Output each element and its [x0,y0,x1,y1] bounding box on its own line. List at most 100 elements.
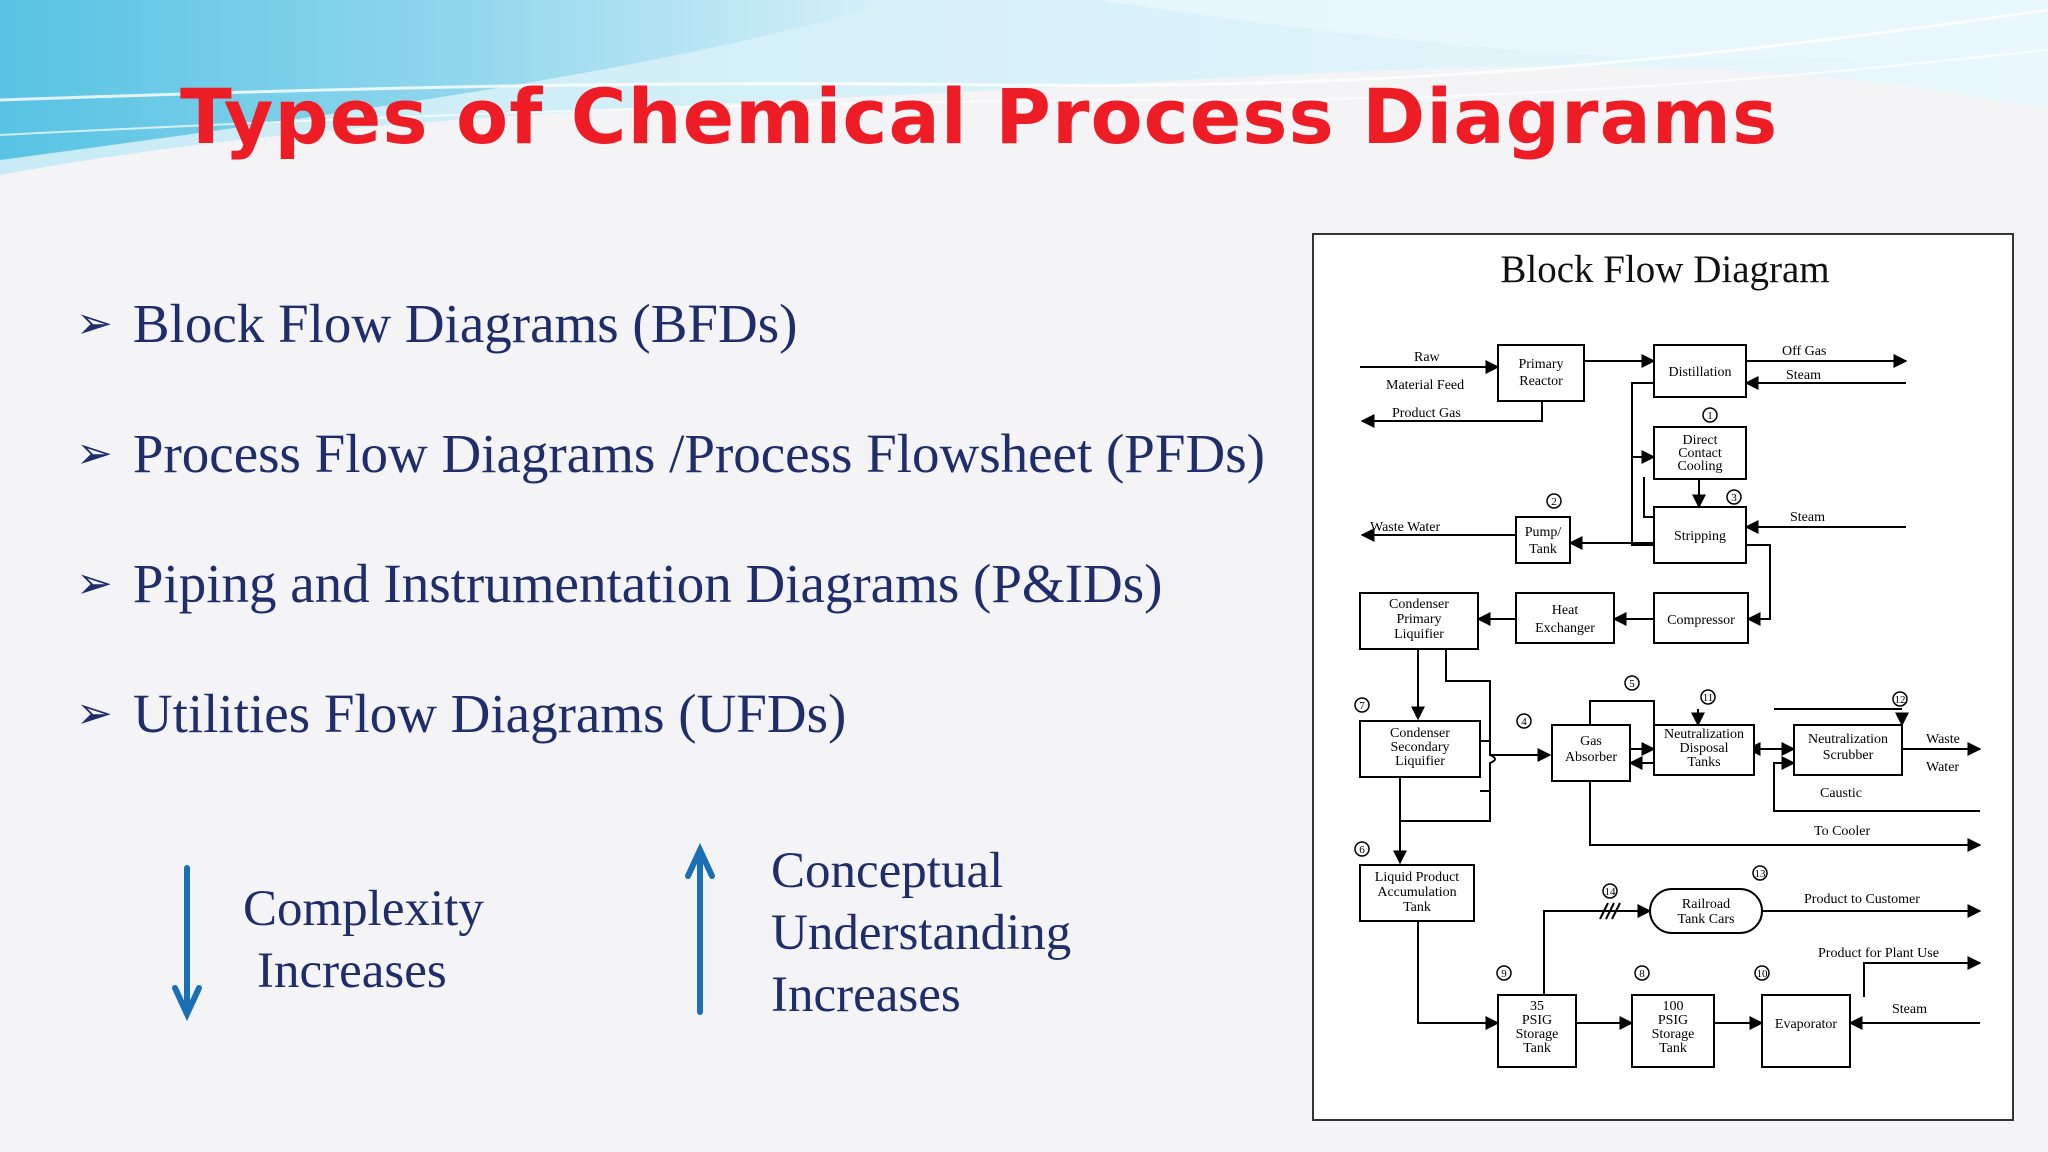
block-label: Tanks [1687,755,1720,770]
bullet-item: ➢ Process Flow Diagrams /Process Flowshe… [76,422,1265,485]
block-label: Cooling [1677,459,1722,474]
svg-text:2: 2 [1551,496,1557,508]
marker-icon: 3 [1726,489,1742,505]
marker-icon: 14 [1602,883,1618,899]
conceptual-line2: Understanding [771,905,1072,961]
block-label: Neutralization [1808,732,1888,747]
block-label: Liquifier [1395,754,1445,769]
svg-text:13: 13 [1755,868,1767,880]
block-flow-diagram: Primary Reactor Distillation Direct Cont… [1354,344,1982,1068]
block-label: Railroad [1682,897,1730,912]
block-label: Tank [1403,900,1431,915]
stream-label: Off Gas [1782,344,1826,359]
complexity-label: Complexity Increases [243,878,484,1002]
svg-text:7: 7 [1359,700,1365,712]
bullet-text: Block Flow Diagrams (BFDs) [132,293,798,354]
complexity-line1: Complexity [243,881,484,937]
stream-label: Product for Plant Use [1818,946,1939,961]
block-label: Tank [1659,1041,1687,1056]
stream-label: Waste Water [1370,520,1441,535]
block-label: Secondary [1390,740,1449,755]
block-label: Exchanger [1535,621,1595,636]
block-label: Condenser [1390,726,1450,741]
bullet-item: ➢ Block Flow Diagrams (BFDs) [76,292,797,355]
complexity-line2: Increases [257,943,447,999]
stream-label: Product Gas [1392,406,1461,421]
stream-label: Raw [1414,350,1441,365]
stream-labels: Raw Material Feed Product Gas Off Gas St… [1370,344,1960,1017]
block-label: Storage [1516,1027,1559,1042]
stream-label: Water [1926,760,1959,775]
svg-text:11: 11 [1703,692,1714,704]
block-label: Primary [1396,612,1441,627]
conceptual-label: Conceptual Understanding Increases [771,840,1071,1026]
marker-icon: 9 [1496,965,1512,981]
svg-text:6: 6 [1359,844,1365,856]
marker-icon: 12 [1892,691,1908,707]
block-label: Tank [1523,1041,1551,1056]
block-label: Stripping [1674,529,1726,544]
bullet-arrow-icon: ➢ [76,688,113,739]
svg-text:1: 1 [1707,410,1713,422]
process-blocks [1359,344,1903,1068]
svg-text:14: 14 [1605,886,1617,898]
block-label: Evaporator [1775,1017,1838,1032]
block-label: Liquid Product [1375,870,1459,885]
svg-text:12: 12 [1895,694,1906,706]
block-label: Direct [1683,433,1718,448]
conceptual-line3: Increases [771,967,961,1023]
svg-text:9: 9 [1501,968,1507,980]
block-label: Absorber [1565,750,1617,765]
block-label: Liquifier [1394,627,1444,642]
svg-text:10: 10 [1757,968,1769,980]
marker-icon: 1 [1702,407,1718,423]
slide-title: Types of Chemical Process Diagrams [180,72,1779,161]
svg-text:5: 5 [1629,678,1635,690]
bullet-text: Utilities Flow Diagrams (UFDs) [132,683,847,744]
marker-icon: 6 [1354,841,1370,857]
block-label: Reactor [1519,374,1563,389]
svg-text:3: 3 [1731,492,1737,504]
block-label: Pump/ [1525,525,1562,540]
block-label: Storage [1652,1027,1695,1042]
block-label: Disposal [1680,741,1729,756]
svg-text:8: 8 [1639,968,1645,980]
marker-icon: 11 [1700,689,1716,705]
stream-label: Steam [1892,1002,1927,1017]
block-label: Scrubber [1823,748,1874,763]
marker-icon: 2 [1546,493,1562,509]
stream-label: Steam [1786,368,1821,383]
marker-icon: 13 [1752,865,1768,881]
bullet-text: Piping and Instrumentation Diagrams (P&I… [132,553,1163,614]
block-label: 100 [1663,999,1684,1014]
block-label: Compressor [1667,613,1735,628]
bullet-arrow-icon: ➢ [76,298,113,349]
marker-icon: 8 [1634,965,1650,981]
block-flow-diagram-panel: Block Flow Diagram [1312,233,2014,1121]
block-label: Contact [1678,446,1722,461]
block-label: PSIG [1522,1013,1552,1028]
stream-label: Caustic [1820,786,1862,801]
marker-icon: 7 [1354,697,1370,713]
stream-label: Product to Customer [1804,892,1920,907]
bullet-text: Process Flow Diagrams /Process Flowsheet… [132,423,1265,484]
block-label: Primary [1518,357,1563,372]
bullet-item: ➢ Piping and Instrumentation Diagrams (P… [76,552,1162,615]
svg-text:4: 4 [1521,716,1527,728]
conceptual-line1: Conceptual [771,843,1004,899]
block-label: Neutralization [1664,727,1744,742]
marker-icon: 10 [1754,965,1770,981]
stream-label: To Cooler [1814,824,1871,839]
block-label: Accumulation [1377,885,1456,900]
stream-label: Material Feed [1386,378,1464,393]
block-label: Tank [1529,542,1557,557]
marker-icon: 4 [1516,713,1532,729]
diagram-title: Block Flow Diagram [1500,248,1830,291]
bullet-item: ➢ Utilities Flow Diagrams (UFDs) [76,682,846,745]
stream-label: Waste [1926,732,1960,747]
bullet-arrow-icon: ➢ [76,558,113,609]
stream-label: Steam [1790,510,1825,525]
block-label: Condenser [1389,597,1449,612]
flow-lines [1360,354,1982,1030]
marker-icon: 5 [1624,675,1640,691]
